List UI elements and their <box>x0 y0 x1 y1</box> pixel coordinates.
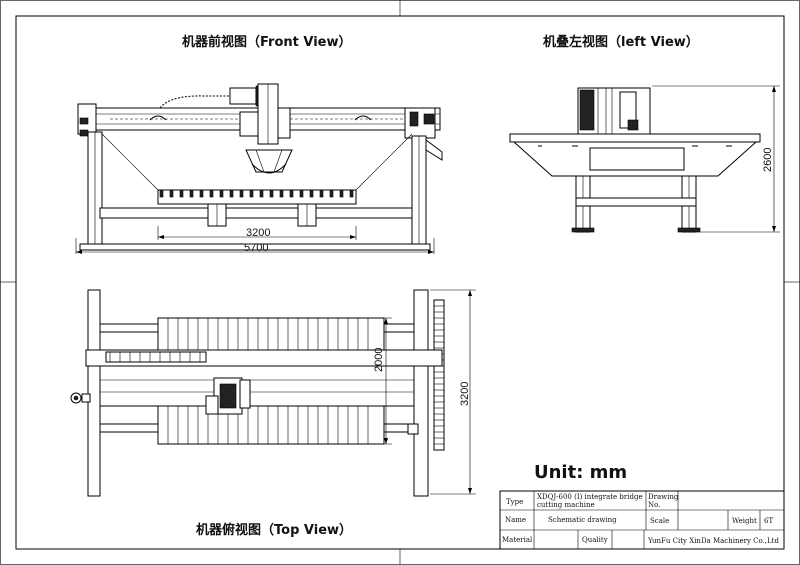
front-view-title: 机器前视图（Front View） <box>182 34 352 50</box>
tb-weight-value: 6T <box>764 517 773 525</box>
title-block <box>499 490 785 550</box>
tb-weight-label: Weight <box>732 517 757 525</box>
top-view-title: 机器俯视图（Top View） <box>196 522 352 538</box>
left-view-drawing <box>509 87 761 233</box>
left-view-title: 机叠左视图（left View） <box>543 34 699 50</box>
front-view-drawing <box>77 83 443 251</box>
tb-type-label: Type <box>506 498 523 506</box>
tb-scale-label: Scale <box>650 517 669 525</box>
front-dim-outer: 5700 <box>244 242 268 254</box>
front-dim-inner: 3200 <box>246 227 270 239</box>
rack-teeth <box>434 305 444 445</box>
tb-company: YunFu City XinDa Machinery Co.,Ltd <box>647 537 779 545</box>
table-slats <box>159 189 354 198</box>
tb-type-value-2: cutting machine <box>537 501 595 509</box>
tb-drawing-no-1: Drawing <box>648 493 679 501</box>
top-dim-depth: 3200 <box>459 382 471 406</box>
tb-quality-label: Quality <box>582 536 608 544</box>
top-dimensions <box>368 289 476 495</box>
top-view-drawing <box>70 289 445 497</box>
tb-type-value-1: XDQJ-600 (I) integrate bridge <box>537 493 643 501</box>
tb-material-label: Material <box>502 536 533 544</box>
front-dimensions <box>75 226 435 254</box>
tb-name-label: Name <box>505 516 526 524</box>
unit-label: Unit: mm <box>534 462 627 483</box>
top-dim-width: 2000 <box>373 348 385 372</box>
left-dimensions <box>652 85 780 233</box>
tb-drawing-no-2: No. <box>648 501 660 509</box>
tb-name-value: Schematic drawing <box>548 516 617 524</box>
left-dim-height: 2600 <box>762 148 774 172</box>
